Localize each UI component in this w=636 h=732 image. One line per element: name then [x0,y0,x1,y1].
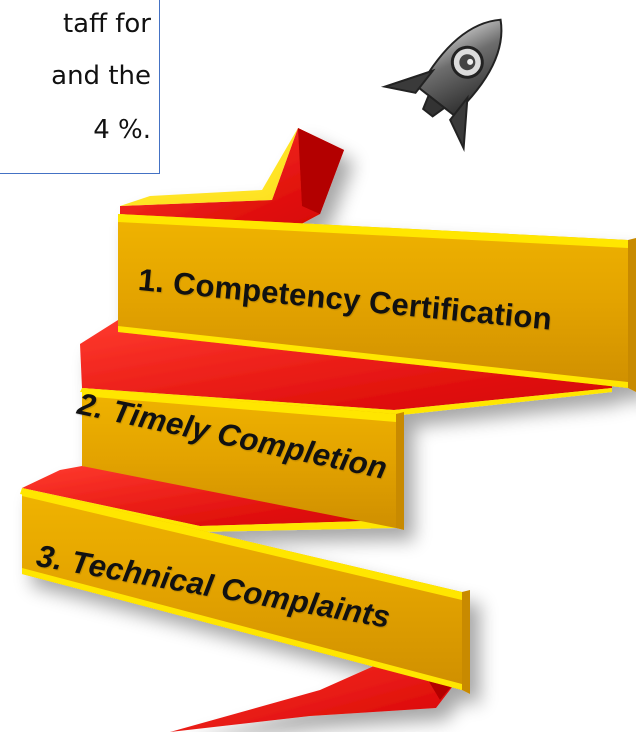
fold-2 [22,466,398,526]
text-box: taff for and the 4 %. [0,0,160,174]
band-2 [82,388,396,528]
rocket-icon [380,18,503,153]
text-line-2: and the [51,61,151,91]
fold-1 [80,320,612,410]
top-arrow-fold [120,128,344,230]
band-3 [22,488,462,690]
text-line-1: taff for [62,9,151,39]
text-line-3: 4 %. [93,115,151,145]
